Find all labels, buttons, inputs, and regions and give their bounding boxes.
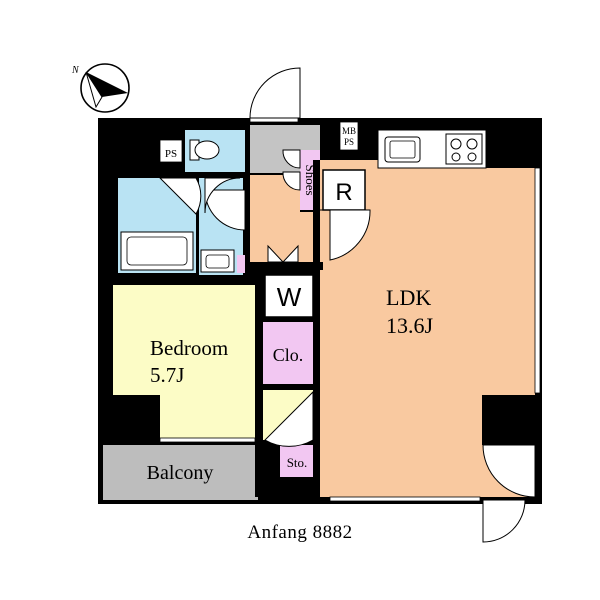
toilet-icon [189,139,220,161]
ldk-name: LDK [386,285,431,310]
meter-box [339,121,359,151]
window-openings [159,116,541,502]
property-caption: Anfang 8882 [247,522,353,543]
kitchen-counter [377,129,487,169]
bedroom-size: 5.7J [150,363,184,387]
closet-name: Clo. [273,345,304,365]
ldk-room [320,160,535,497]
meter-box-label-1: MB [342,126,356,136]
wardrobe-name: W [277,282,302,312]
washbasin-icon [200,249,235,273]
stove-icon [445,133,483,165]
storage-name: Sto. [287,455,308,470]
pipe-space-name: PS [165,148,177,160]
bathtub-icon [120,231,194,271]
wash-cabinet [237,255,245,273]
interior-walls [108,125,535,497]
bedroom-closet [262,322,314,384]
balcony-area [103,445,258,500]
kitchen-sink-icon [384,136,421,163]
compass-north-icon: N [71,63,130,113]
door-swings [158,67,536,543]
ldk-size: 13.6J [386,313,434,338]
storage-closet [280,445,314,477]
hallway [248,175,330,262]
shoes-name: Shoes [303,164,318,195]
meter-box-label-2: PS [344,137,354,147]
balcony-name: Balcony [147,462,214,484]
bedroom-name: Bedroom [150,336,228,360]
svg-text:N: N [71,65,80,76]
refrigerator-name: R [335,179,352,206]
pipe-space-box [159,139,183,163]
wardrobe-box [264,274,314,318]
